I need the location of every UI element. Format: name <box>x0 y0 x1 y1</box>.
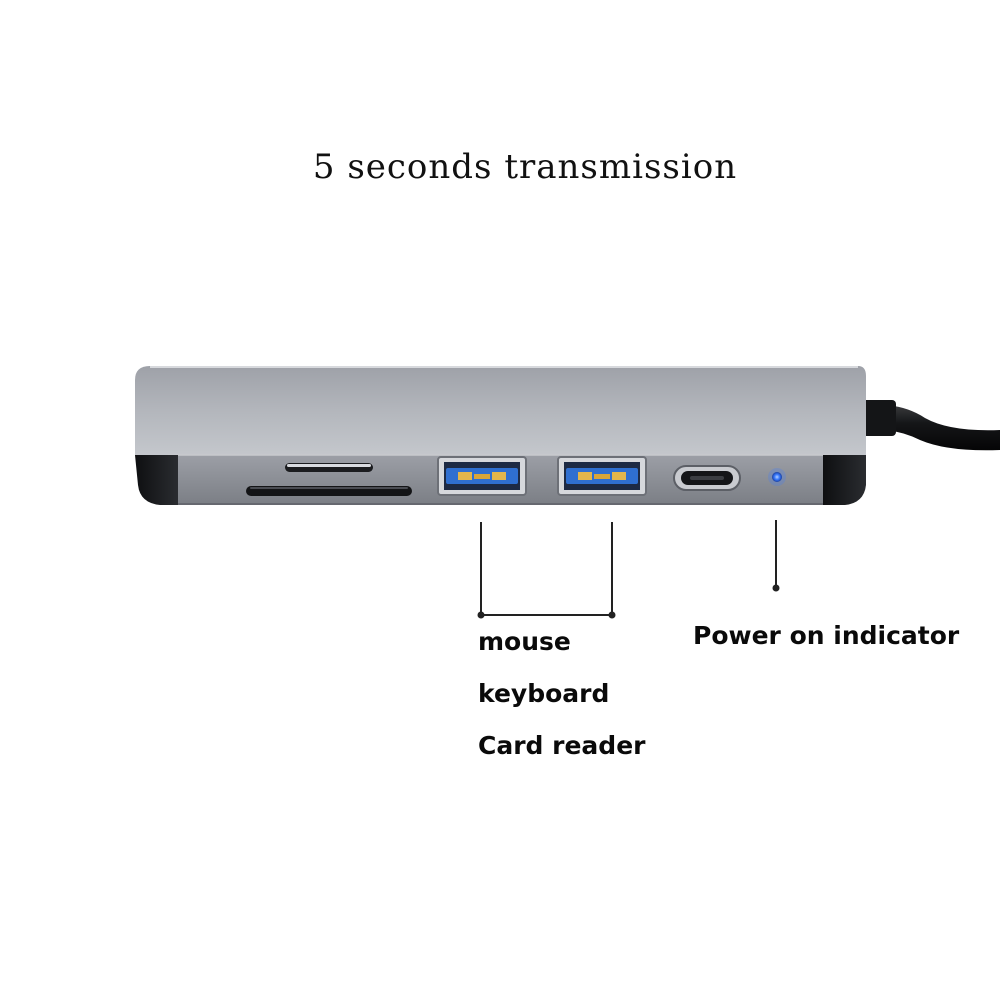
cable-icon <box>855 400 1000 451</box>
usb-callout-lines <box>480 522 613 616</box>
right-end-cap <box>823 455 866 505</box>
left-end-cap <box>135 455 178 505</box>
callout-label-power-indicator: Power on indicator <box>693 621 960 650</box>
tf-card-slot-icon <box>285 463 373 472</box>
usb-a-port-icon <box>437 456 527 496</box>
usb-a-port-icon <box>557 456 647 496</box>
callout-label-mouse: mouse <box>478 627 571 656</box>
led-indicator-icon <box>768 468 786 486</box>
page-title: 5 seconds transmission <box>312 147 738 187</box>
usb-c-port-icon <box>673 465 741 491</box>
sd-card-slot-icon <box>246 486 412 496</box>
hub-top-surface <box>135 366 866 455</box>
callout-label-keyboard: keyboard <box>478 679 610 708</box>
indicator-callout-line <box>772 520 780 592</box>
callout-label-card-reader: Card reader <box>478 731 646 760</box>
